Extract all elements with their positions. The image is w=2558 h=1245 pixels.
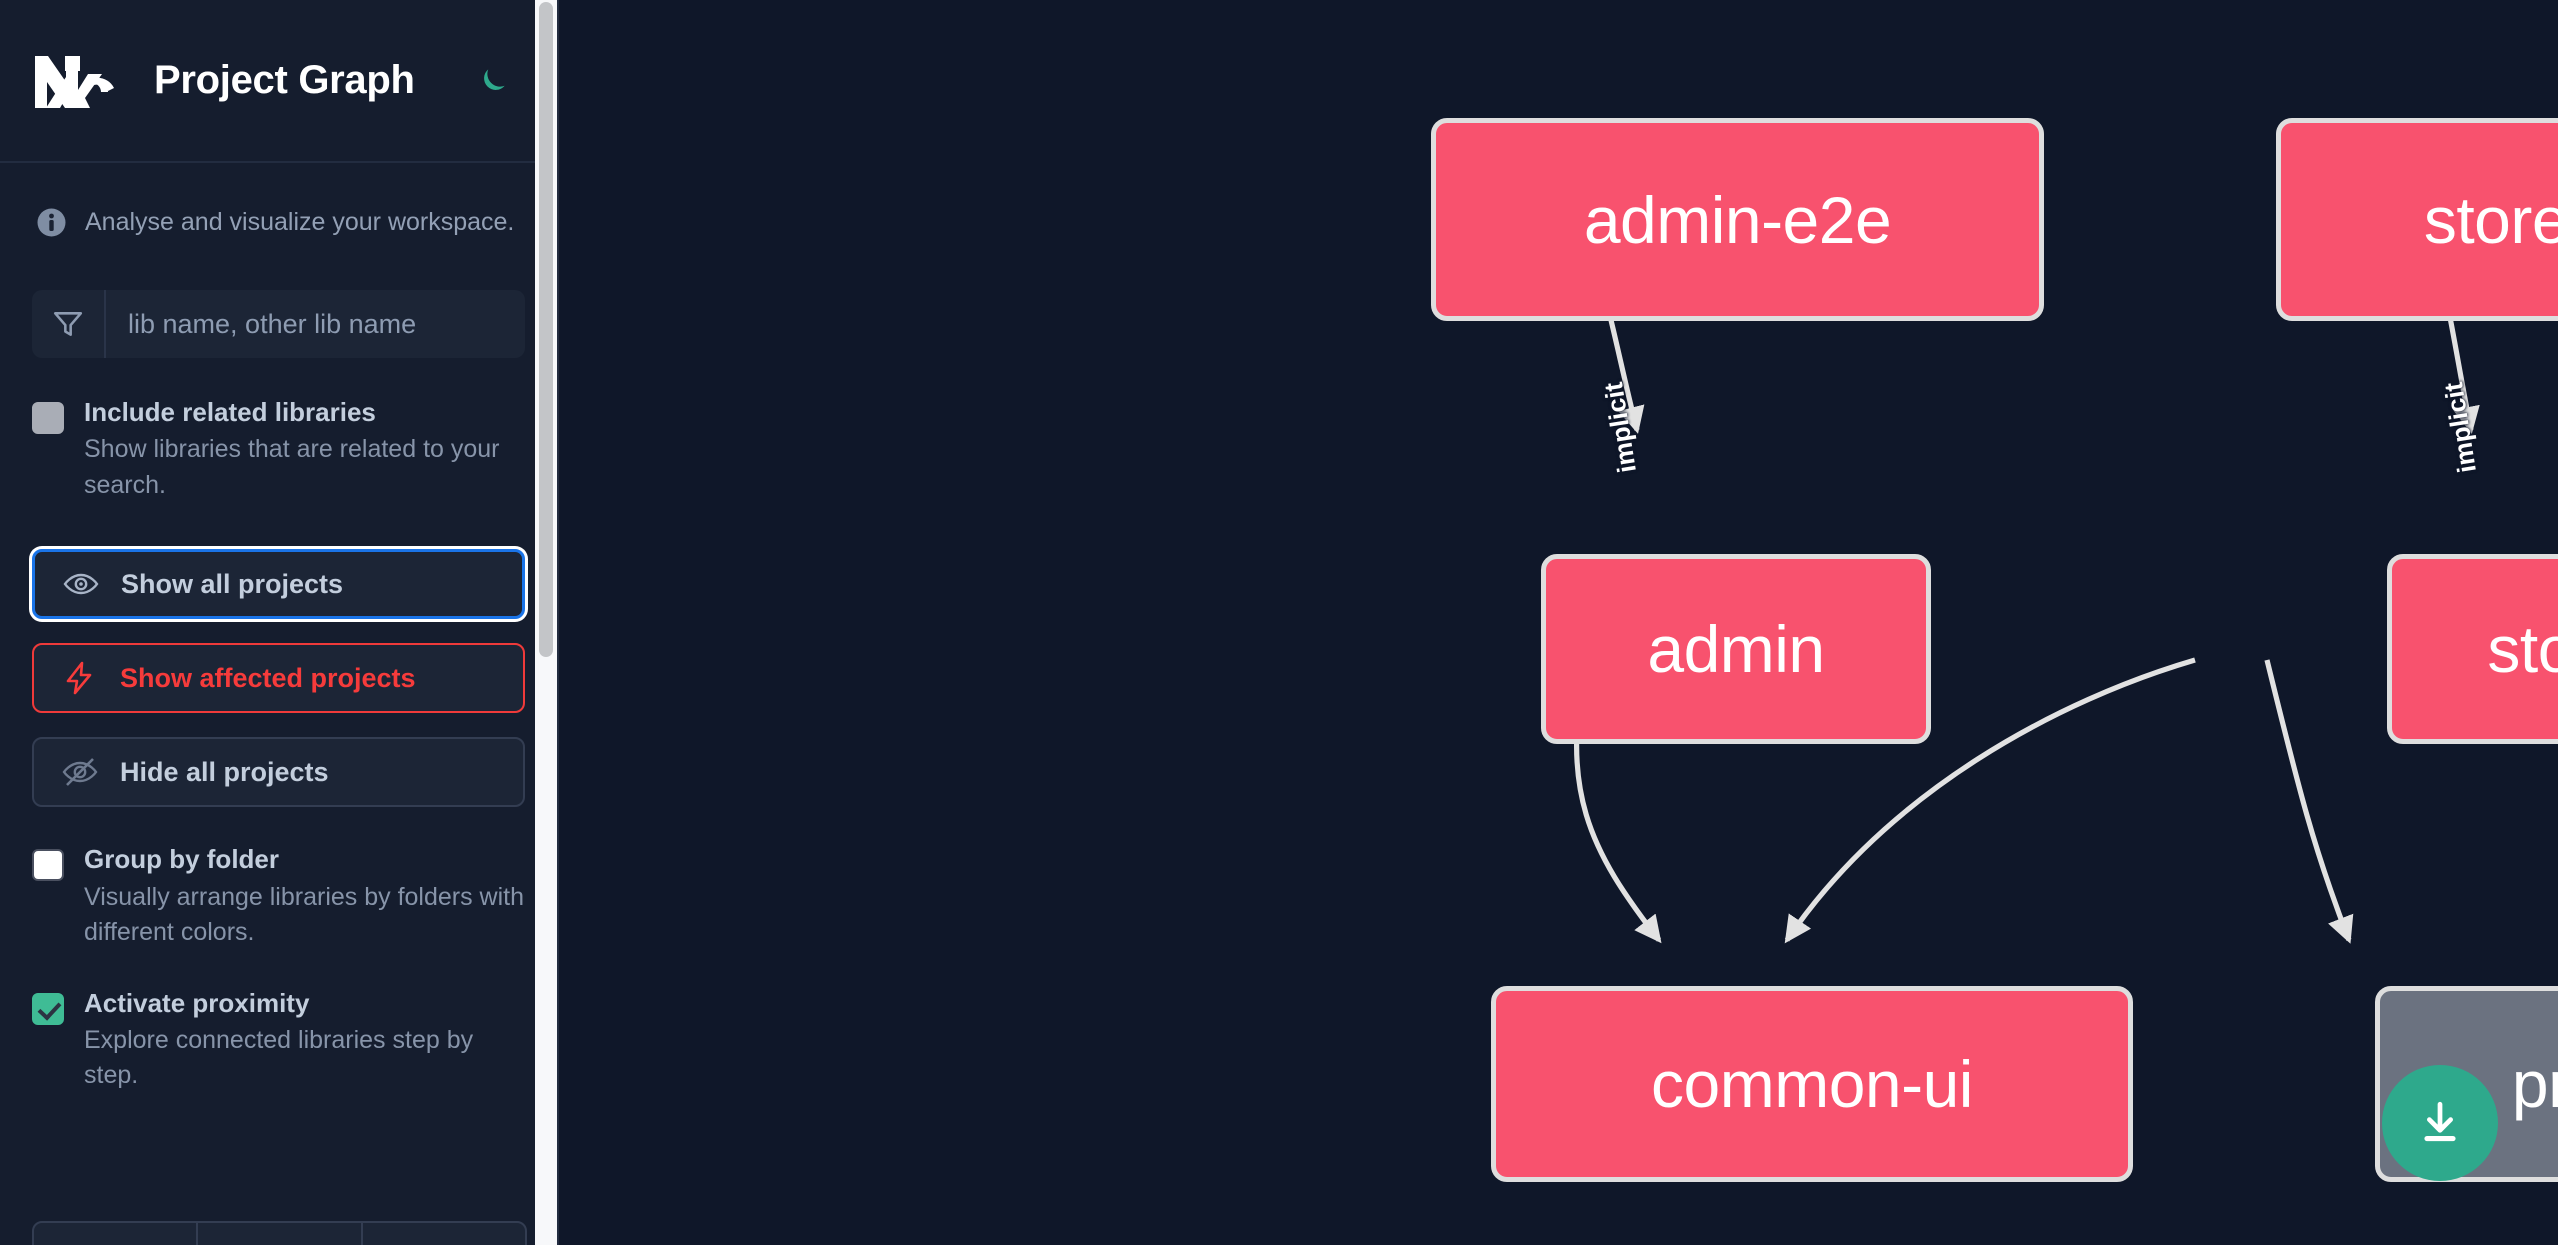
sidebar-header: Project Graph: [0, 0, 557, 163]
option-activate-proximity[interactable]: Activate proximity Explore connected lib…: [0, 987, 557, 1094]
search-field[interactable]: [32, 290, 525, 358]
info-icon: [36, 207, 67, 238]
include-related-libraries-checkbox[interactable]: [32, 402, 64, 434]
option-description: Explore connected libraries step by step…: [84, 1025, 474, 1090]
tagline-text: Analyse and visualize your workspace.: [85, 208, 515, 236]
option-title: Include related libraries: [84, 397, 376, 427]
proximity-stepper-value[interactable]: [198, 1223, 363, 1245]
project-visibility-buttons: Show all projects Show affected projects: [0, 549, 557, 808]
tagline: Analyse and visualize your workspace.: [0, 163, 557, 238]
sidebar-scrollbar-thumb[interactable]: [539, 2, 553, 657]
show-all-projects-label: Show all projects: [121, 568, 344, 599]
sidebar: Project Graph Analyse and visualize your…: [0, 0, 559, 1245]
proximity-stepper-group[interactable]: [32, 1221, 527, 1245]
eye-icon: [63, 566, 99, 602]
edge-store-to-common-ui: [1784, 657, 2196, 944]
option-text-group: Group by folder Visually arrange librari…: [84, 843, 525, 950]
option-include-related-libraries[interactable]: Include related libraries Show libraries…: [0, 396, 557, 503]
graph-canvas[interactable]: admin-e2e store-e2e admin store common-u…: [559, 0, 2558, 1245]
search-input[interactable]: [106, 290, 525, 358]
graph-node-admin[interactable]: admin: [1541, 554, 1931, 744]
node-label: admin: [1647, 612, 1825, 686]
proximity-stepper-decrement[interactable]: [34, 1223, 199, 1245]
hide-all-projects-button[interactable]: Hide all projects: [32, 737, 525, 808]
download-icon: [2414, 1096, 2466, 1151]
graph-node-store[interactable]: store: [2387, 554, 2558, 744]
activate-proximity-checkbox[interactable]: [32, 992, 64, 1025]
sidebar-scrollbar-track[interactable]: [535, 0, 557, 1245]
option-title: Group by folder: [84, 844, 279, 875]
page-title: Project Graph: [154, 58, 415, 102]
show-all-projects-button[interactable]: Show all projects: [32, 549, 525, 620]
graph-node-store-e2e[interactable]: store-e2e: [2276, 118, 2558, 321]
lightning-bolt-icon: [62, 660, 98, 696]
moon-icon[interactable]: [471, 59, 515, 103]
node-label: products: [2511, 1047, 2558, 1121]
show-affected-projects-label: Show affected projects: [120, 662, 416, 693]
graph-node-admin-e2e[interactable]: admin-e2e: [1431, 118, 2044, 321]
hide-all-projects-label: Hide all projects: [120, 756, 329, 787]
node-label: admin-e2e: [1583, 182, 1892, 257]
show-affected-projects-button[interactable]: Show affected projects: [32, 643, 525, 714]
proximity-stepper-increment[interactable]: [363, 1223, 525, 1245]
option-text-group: Include related libraries Show libraries…: [84, 396, 525, 503]
group-by-folder-checkbox[interactable]: [32, 849, 64, 882]
graph-node-common-ui[interactable]: common-ui: [1491, 986, 2133, 1182]
option-group-by-folder[interactable]: Group by folder Visually arrange librari…: [0, 843, 557, 950]
option-text-group: Activate proximity Explore connected lib…: [84, 987, 525, 1094]
download-graph-button[interactable]: [2382, 1065, 2498, 1181]
node-label: common-ui: [1651, 1047, 1973, 1121]
nx-logo-icon: [32, 50, 126, 112]
eye-off-icon: [62, 754, 98, 790]
option-description: Visually arrange libraries by folders wi…: [84, 882, 525, 947]
node-label: store: [2487, 612, 2558, 686]
option-title: Activate proximity: [84, 987, 310, 1018]
filter-funnel-icon: [32, 290, 106, 358]
node-label: store-e2e: [2423, 182, 2558, 257]
edge-store-to-products: [2264, 659, 2354, 944]
option-description: Show libraries that are related to your …: [84, 435, 500, 499]
